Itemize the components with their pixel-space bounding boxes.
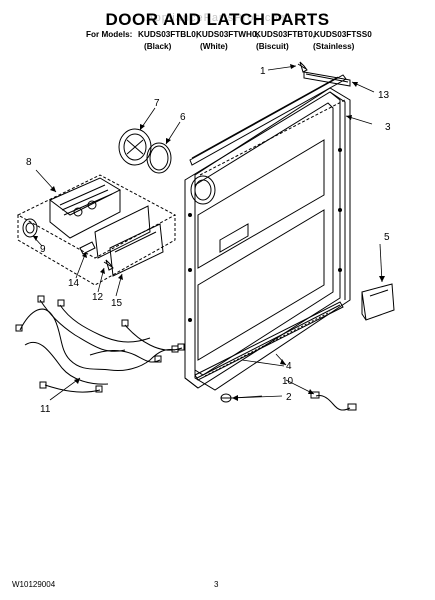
models-prefix: For Models: <box>86 30 133 39</box>
callout-12: 12 <box>92 292 104 303</box>
part-12-screw <box>103 259 114 271</box>
part-1-screw <box>297 61 308 73</box>
page-title: DOOR AND LATCH PARTS <box>105 10 330 29</box>
callout-6: 6 <box>180 112 186 123</box>
model-color-1: (Black) <box>144 42 172 51</box>
callout-8: 8 <box>26 157 32 168</box>
callout-4: 4 <box>286 361 292 372</box>
callout-numbers: 1 13 3 7 6 8 9 14 12 15 5 4 10 2 11 <box>26 66 391 415</box>
model-color-3: (Biscuit) <box>256 42 289 51</box>
part-4-bottom-trim <box>194 301 344 381</box>
callout-13: 13 <box>378 90 390 101</box>
part-14-clip <box>79 241 96 255</box>
callout-7: 7 <box>154 98 160 109</box>
callout-14: 14 <box>68 278 80 289</box>
callout-15: 15 <box>111 298 123 309</box>
part-13-top-trim <box>303 71 351 87</box>
leader-lines <box>32 65 383 401</box>
callout-3: 3 <box>385 122 391 133</box>
callout-11: 11 <box>40 404 51 415</box>
part-10-wire-lead <box>310 391 357 411</box>
callout-1: 1 <box>260 66 266 77</box>
part-5-side-bracket <box>361 283 395 321</box>
part-11-wire-harness <box>15 295 185 393</box>
model-color-4: (Stainless) <box>313 42 355 51</box>
model-color-2: (White) <box>200 42 228 51</box>
callout-9: 9 <box>40 244 46 255</box>
part-7-dispenser-housing <box>118 128 152 166</box>
model-number-1: KUDS03FTBL0, <box>138 30 199 39</box>
callout-10: 10 <box>282 376 294 387</box>
latch-assembly-dashed-box <box>16 174 177 286</box>
page-number: 3 <box>214 580 219 589</box>
model-number-3: KUDS03FTBT0, <box>255 30 316 39</box>
model-number-2: KUDS03FTWH0, <box>196 30 259 39</box>
part-6-gasket-ring <box>146 142 172 174</box>
leader-arrows <box>33 64 385 401</box>
diagonal-side-trim <box>189 74 347 166</box>
part-9-knob <box>22 218 38 238</box>
callout-2: 2 <box>286 392 292 403</box>
model-number-4: KUDS03FTSS0 <box>314 30 372 39</box>
watermark: AppliancePartsPros.com <box>146 12 289 24</box>
part-8-latch-module <box>49 177 122 239</box>
part-15-insulation-panel <box>94 205 164 277</box>
part-2-bumper <box>220 393 232 403</box>
document-number: W10129004 <box>12 580 56 589</box>
callout-5: 5 <box>384 232 390 243</box>
